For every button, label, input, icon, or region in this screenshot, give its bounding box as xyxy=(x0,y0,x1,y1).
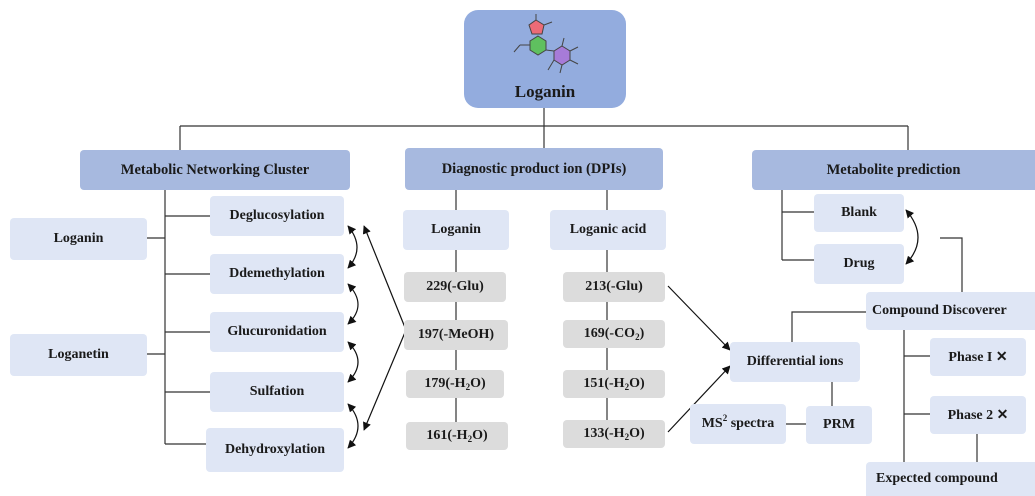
ion-loss: (-Glu) xyxy=(606,279,643,294)
ion-loss: (-H xyxy=(604,376,625,391)
ion-loss: (-CO xyxy=(604,326,636,341)
ion-subscript: 2 xyxy=(467,434,473,444)
ion-loss: (-Glu) xyxy=(447,279,484,294)
mp-phase1-label: Phase I ✕ xyxy=(948,349,1008,365)
mp-prm: PRM xyxy=(806,406,872,444)
mp-prm-label: PRM xyxy=(823,417,855,432)
dpi-loganin: Loganin xyxy=(403,210,509,250)
mp-differential-ions: Differential ions xyxy=(730,342,860,382)
mp-header-label: Metabolite prediction xyxy=(826,161,961,178)
ion-mass: 229 xyxy=(426,279,448,294)
ion-mass: 213 xyxy=(585,279,607,294)
reaction-deglucosylation: Deglucosylation xyxy=(210,196,344,236)
ion-subscript: 2 xyxy=(635,332,640,342)
ion-loganic-213: 213(-Glu) xyxy=(563,272,665,302)
ion-loganin-197: 197(-MeOH) xyxy=(404,320,508,350)
root-label: Loganin xyxy=(514,82,576,101)
mp-phase2-label: Phase 2 ✕ xyxy=(947,407,1009,423)
ion-subscript: 2 xyxy=(624,382,630,392)
dpi-header: Diagnostic product ion (DPIs) xyxy=(405,148,663,190)
mp-compound-discoverer: Compound Discoverer xyxy=(866,292,1035,330)
mp-expected-label: Expected compound xyxy=(876,471,998,486)
reaction-label: Sulfation xyxy=(249,384,305,399)
ion-subscript: 2 xyxy=(465,382,471,392)
ms-label: MS xyxy=(701,416,723,431)
ion-mass: 151 xyxy=(583,376,605,391)
mnc-header-label: Metabolic Networking Cluster xyxy=(120,161,310,178)
ion-loss: (-H xyxy=(445,376,466,391)
ion-loss: (-H xyxy=(604,426,625,441)
spectra-label: spectra xyxy=(727,416,775,431)
reaction-label: Dehydroxylation xyxy=(224,442,326,457)
reaction-dehydroxylation: Dehydroxylation xyxy=(206,428,344,472)
dpi-loganin-label: Loganin xyxy=(431,222,481,237)
dpi-loganic-acid-label: Loganic acid xyxy=(569,222,647,237)
ion-mass: 161 xyxy=(426,428,448,443)
ion-loss-tail: O) xyxy=(470,376,486,391)
mp-compound-discoverer-label: Compound Discoverer xyxy=(872,303,1007,318)
reaction-label: Ddemethylation xyxy=(229,266,325,281)
ion-subscript: 2 xyxy=(624,432,630,442)
mp-phase1: Phase I ✕ xyxy=(930,338,1026,376)
dpi-header-label: Diagnostic product ion (DPIs) xyxy=(441,160,627,177)
ion-loss: (-MeOH) xyxy=(438,327,495,342)
reaction-sulfation: Sulfation xyxy=(210,372,344,412)
ion-loss: (-H xyxy=(447,428,468,443)
ion-mass: 169 xyxy=(583,326,605,341)
mnc-header: Metabolic Networking Cluster xyxy=(80,150,350,190)
root-node: Loganin xyxy=(464,10,626,108)
mp-blank: Blank xyxy=(814,194,904,232)
mp-drug: Drug xyxy=(814,244,904,284)
ion-loss-tail: O) xyxy=(629,376,645,391)
ms-superscript: 2 xyxy=(722,413,728,423)
mp-expected-compound: Expected compound xyxy=(866,462,1035,496)
mp-differential-ions-label: Differential ions xyxy=(746,354,844,369)
reaction-label: Deglucosylation xyxy=(229,208,325,223)
reaction-label: Glucuronidation xyxy=(227,324,327,339)
reaction-ddemethylation: Ddemethylation xyxy=(210,254,344,294)
reaction-glucuronidation: Glucuronidation xyxy=(210,312,344,352)
mnc-parent-label: Loganetin xyxy=(48,347,109,362)
ion-loss-tail: O) xyxy=(472,428,488,443)
dpi-loganic-acid: Loganic acid xyxy=(550,210,666,250)
ion-mass: 197 xyxy=(417,327,439,342)
molecule-structure-icon xyxy=(513,14,579,74)
mp-phase2: Phase 2 ✕ xyxy=(930,396,1026,434)
mp-drug-label: Drug xyxy=(843,256,875,271)
mnc-parent-loganin: Loganin xyxy=(10,218,147,260)
mnc-parent-loganetin: Loganetin xyxy=(10,334,147,376)
ion-mass: 179 xyxy=(424,376,446,391)
mp-header: Metabolite prediction xyxy=(752,150,1035,190)
ion-mass: 133 xyxy=(583,426,605,441)
mnc-parent-label: Loganin xyxy=(53,231,104,246)
ion-loss-tail: O) xyxy=(629,426,645,441)
ion-loganin-229: 229(-Glu) xyxy=(404,272,506,302)
ion-loss-tail: ) xyxy=(639,326,645,341)
mp-blank-label: Blank xyxy=(841,205,877,220)
